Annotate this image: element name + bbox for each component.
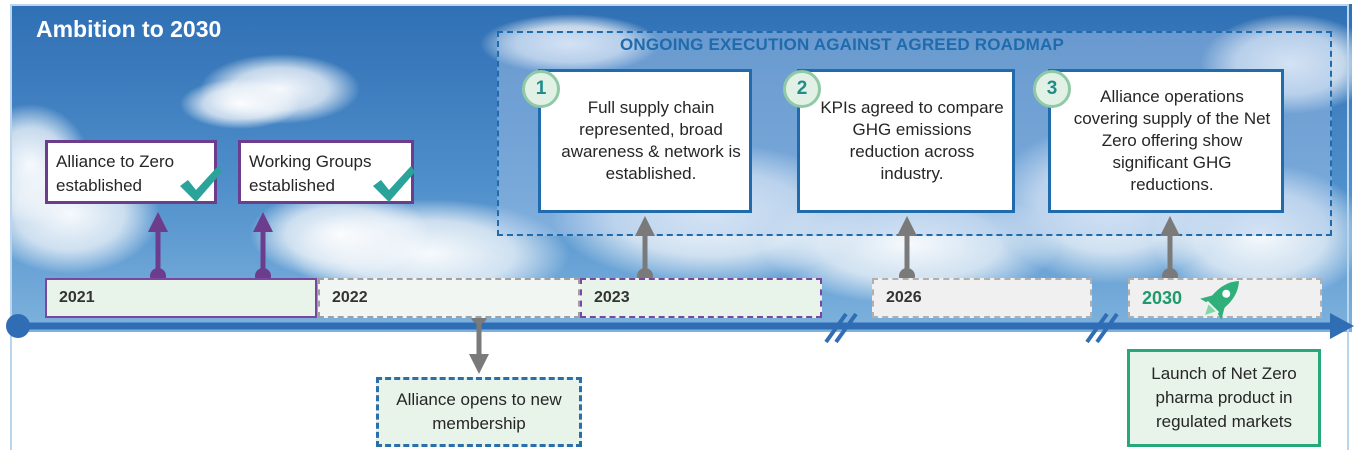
launch-box: Launch of Net Zero pharma product in reg… [1127,349,1321,447]
milestone-2-text: KPIs agreed to compare GHG emissions red… [820,97,1004,184]
year-2030: 2030 [1128,278,1322,318]
timeline-break-icon [1085,312,1119,344]
timeline-break-icon [824,312,858,344]
milestone-1-text: Full supply chain represented, broad awa… [561,97,741,184]
milestone-1-box: Full supply chain represented, broad awa… [538,69,752,213]
year-2021: 2021 [45,278,317,318]
membership-text: Alliance opens to new membership [396,390,562,433]
roadmap-title: ONGOING EXECUTION AGAINST AGREED ROADMAP [619,35,1065,54]
membership-box: Alliance opens to new membership [376,377,582,447]
connector-milestone-3 [1160,216,1180,284]
connector-alliance-established [148,212,168,284]
year-2022: 2022 [318,278,580,318]
milestone-2-number: 2 [783,70,821,108]
connector-milestone-2 [897,216,917,284]
outer-frame [10,4,1349,450]
year-2026: 2026 [872,278,1092,318]
working-groups-label: Working Groups established [249,152,372,195]
timeline-axis [6,313,1354,339]
connector-working-groups [253,212,273,284]
year-2023: 2023 [580,278,822,318]
milestone-2-box: KPIs agreed to compare GHG emissions red… [797,69,1015,213]
milestone-3-box: Alliance operations covering supply of t… [1048,69,1284,213]
connector-milestone-1 [635,216,655,284]
milestone-1-number: 1 [522,70,560,108]
check-icon [373,166,415,202]
page-title: Ambition to 2030 [36,16,222,42]
check-icon [180,166,222,202]
milestone-3-number: 3 [1033,70,1071,108]
milestone-3-text: Alliance operations covering supply of t… [1073,86,1271,195]
launch-text: Launch of Net Zero pharma product in reg… [1151,364,1297,431]
alliance-established-label: Alliance to Zero established [56,152,175,195]
